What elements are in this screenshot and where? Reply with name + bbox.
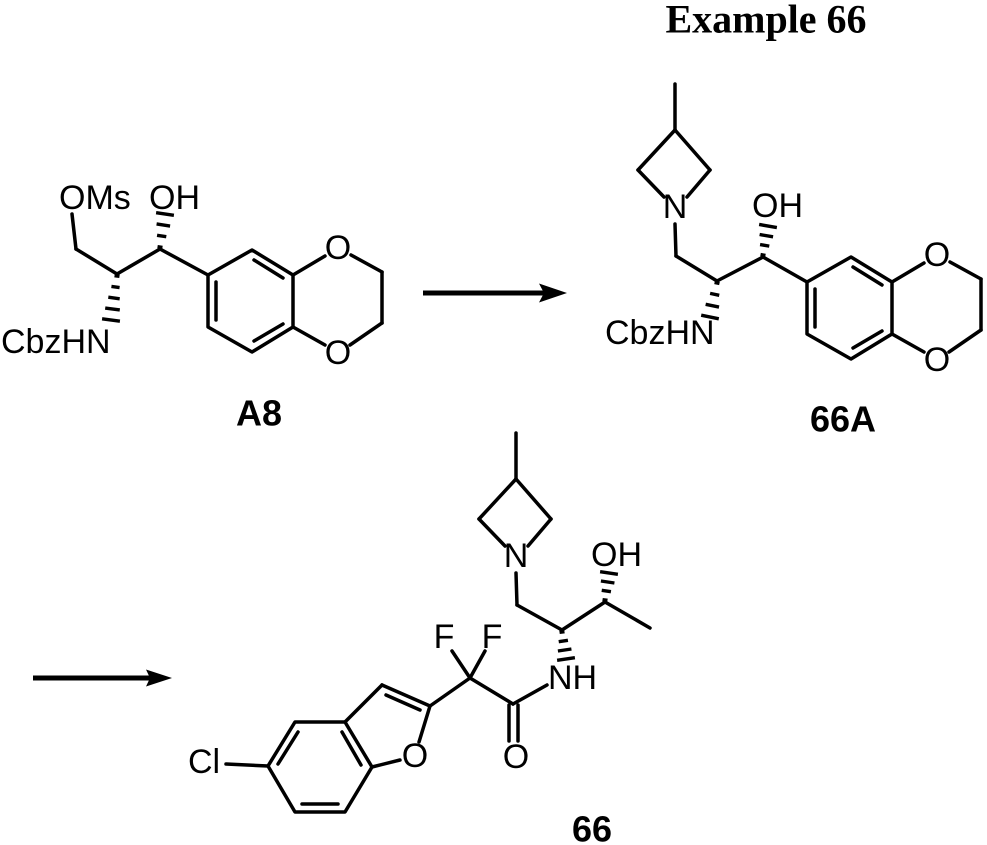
double-bond-inner <box>276 730 300 766</box>
structure-66a: OH CbzHN 66A <box>605 82 983 440</box>
bond <box>603 600 652 630</box>
atom-label-oms: OMs <box>59 179 131 217</box>
wedge-hash-mark <box>759 242 770 248</box>
bond <box>115 247 162 276</box>
wedge-hash-mark <box>111 284 120 290</box>
bond <box>428 676 472 708</box>
wedge-hash-mark <box>557 647 572 653</box>
bond <box>761 255 809 284</box>
bond <box>74 247 119 276</box>
structure-label-66a: 66A <box>810 399 876 440</box>
arrow-head <box>146 669 172 687</box>
atom-label-chlorine: Cl <box>188 743 220 781</box>
wedge-hash-mark <box>155 210 175 218</box>
wedge-hash-mark <box>156 233 167 239</box>
atom-label-nh: NH <box>548 659 597 697</box>
structure-66: OH NH F F O O Cl 66 <box>188 431 652 845</box>
structure-a8: OMs OH CbzHN A8 <box>1 179 384 434</box>
bond <box>468 649 487 680</box>
wedge-hash-mark <box>600 579 615 585</box>
atom-label-fluorine: F <box>434 618 455 656</box>
reaction-arrow-1 <box>423 283 567 303</box>
wedge-hash-mark <box>556 655 576 663</box>
wedge-hash-mark <box>760 252 766 258</box>
atom-label-oh: OH <box>149 179 200 217</box>
structure-label-a8: A8 <box>236 393 282 434</box>
bond <box>560 600 607 632</box>
atom-label-fluorine: F <box>482 618 503 656</box>
bond <box>158 247 210 277</box>
bond <box>715 255 765 283</box>
bond <box>515 603 564 632</box>
double-bond-inner <box>340 730 363 767</box>
wedge-hash-mark <box>758 222 778 230</box>
atom-label-oh: OH <box>752 187 803 225</box>
wedge-hash-mark <box>714 280 720 286</box>
atom-label-oh: OH <box>591 536 642 574</box>
bond <box>380 683 432 708</box>
bond <box>450 649 472 680</box>
bond <box>417 704 432 744</box>
wedge-hash-mark <box>108 295 120 301</box>
scheme-title: Example 66 <box>665 0 866 42</box>
wedge-hash-mark <box>759 232 774 239</box>
bond <box>511 683 549 706</box>
wedge-hash-mark <box>700 313 720 321</box>
wedge-hash-mark <box>104 306 121 312</box>
double-bond-inner <box>384 693 422 712</box>
atom-label-cbzhn: CbzHN <box>1 323 111 361</box>
bond <box>674 254 719 283</box>
bond <box>370 758 402 769</box>
bond <box>70 212 78 251</box>
atom-label-carbonyl-oxygen: O <box>503 738 529 776</box>
wedge-hash-mark <box>156 222 171 228</box>
wedge-hash-mark <box>602 597 608 603</box>
wedge-hash-mark <box>157 244 163 250</box>
arrow-head <box>539 283 567 303</box>
wedge-hash-mark <box>114 273 120 279</box>
wedge-hash-mark <box>599 569 619 577</box>
bond-to-cl <box>224 762 270 768</box>
wedge-hash-mark <box>705 302 720 309</box>
bond <box>468 676 515 706</box>
bond <box>343 683 384 724</box>
wedge-hash-mark <box>559 629 565 635</box>
atom-label-cbzhn: CbzHN <box>605 314 715 352</box>
atom-label-furan-oxygen: O <box>402 737 428 775</box>
structure-label-66: 66 <box>572 809 612 845</box>
wedge-hash-mark <box>709 291 720 297</box>
wedge-hash-mark <box>558 638 569 644</box>
wedge-hash-mark <box>601 588 612 594</box>
reaction-arrow-2 <box>33 669 172 687</box>
wedge-hash-mark <box>101 317 121 323</box>
